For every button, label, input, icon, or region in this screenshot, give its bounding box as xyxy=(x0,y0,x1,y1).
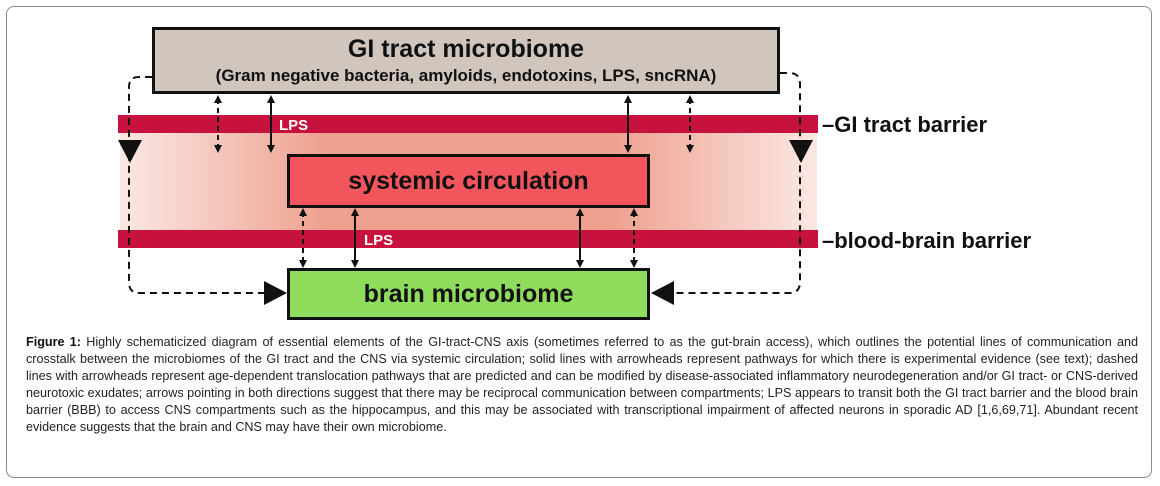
left-brain-arrowhead xyxy=(264,281,287,305)
caption-label: Figure 1: xyxy=(26,335,81,349)
blood-brain-barrier xyxy=(118,230,818,248)
figure-frame xyxy=(6,6,1152,478)
figure-caption: Figure 1: Highly schematicized diagram o… xyxy=(26,334,1138,436)
lps-label-gi-barrier: LPS xyxy=(279,117,309,134)
brain-microbiome-box: brain microbiome xyxy=(287,268,650,320)
right-brain-arrowhead xyxy=(651,281,674,305)
left-down-arrowhead xyxy=(118,140,142,163)
right-dashed-loop xyxy=(674,72,801,294)
lps-label-bbb: LPS xyxy=(364,232,394,249)
gi-microbiome-title: GI tract microbiome xyxy=(347,34,585,63)
caption-text: Highly schematicized diagram of essentia… xyxy=(26,335,1139,434)
gi-tract-barrier xyxy=(118,115,818,133)
left-dashed-loop xyxy=(128,76,264,294)
gi-microbiome-subtitle: (Gram negative bacteria, amyloids, endot… xyxy=(215,65,717,85)
gi-microbiome-box: GI tract microbiome (Gram negative bacte… xyxy=(152,27,780,94)
blood-brain-barrier-label: –blood-brain barrier xyxy=(822,228,1032,253)
right-down-arrowhead xyxy=(789,140,813,163)
gi-tract-barrier-label: –GI tract barrier xyxy=(822,112,988,137)
systemic-circulation-box: systemic circulation xyxy=(287,154,650,208)
